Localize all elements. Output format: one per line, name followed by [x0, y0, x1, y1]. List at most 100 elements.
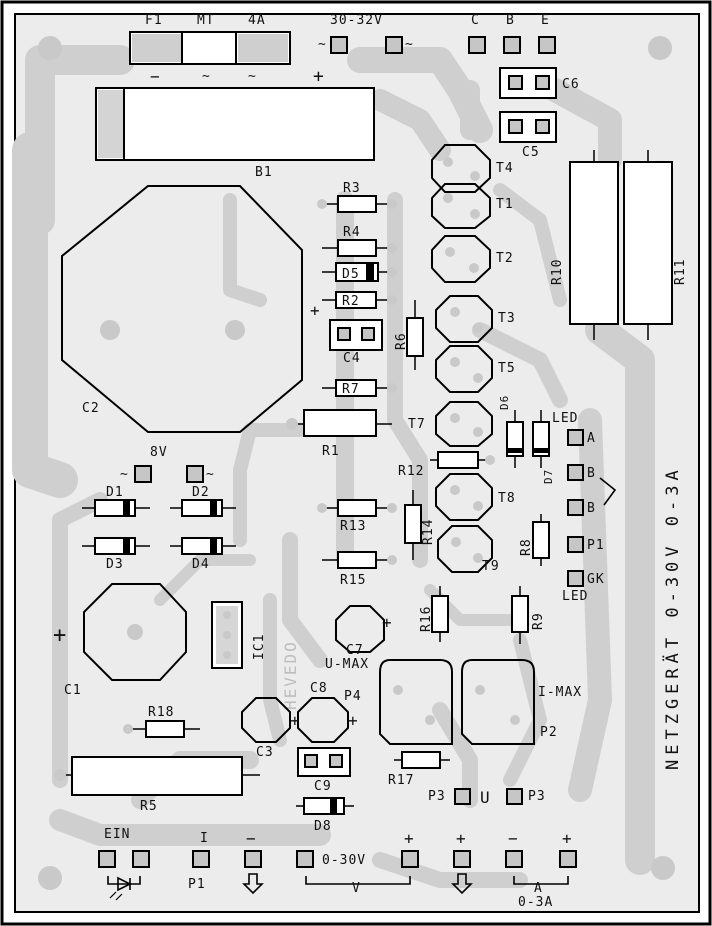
resistor-r16	[431, 586, 449, 642]
diode-d4	[170, 537, 236, 555]
resistor-r11	[623, 150, 673, 340]
v-label: V	[352, 881, 361, 896]
led-pad-a-label: A	[587, 431, 596, 446]
a-label: A	[534, 881, 543, 896]
r10-label: R10	[550, 259, 565, 285]
transistors	[431, 144, 493, 573]
pin-c-pad	[468, 36, 486, 54]
8v-pad-right	[186, 465, 204, 483]
r2-label: R2	[342, 294, 360, 309]
mounting-holes	[38, 36, 675, 890]
jumper-symbol	[599, 477, 617, 506]
t2-label: T2	[496, 251, 514, 266]
d6-label: D6	[498, 395, 511, 410]
transistor-t3	[435, 295, 493, 343]
r3-label: R3	[343, 181, 361, 196]
capacitor-c3	[241, 697, 291, 743]
p3-pad-right	[506, 788, 523, 805]
out-a-pad-2	[505, 850, 523, 868]
watermark-text: HEVEDO	[281, 640, 300, 710]
fuse-rating: 4A	[248, 13, 266, 28]
p1-i-label: I	[200, 831, 209, 846]
arrow-down-icon-2	[451, 873, 473, 895]
capacitor-c2	[61, 185, 303, 433]
resistor-r9	[511, 586, 529, 644]
p1-pad-2	[244, 850, 262, 868]
resistor-r13	[317, 499, 397, 517]
d2-label: D2	[192, 485, 210, 500]
led-pad-p1	[567, 536, 584, 553]
resistor-r8	[532, 514, 550, 566]
diode-d3	[82, 537, 150, 555]
out-a-pad-1	[453, 850, 471, 868]
b1-label: B1	[255, 165, 273, 180]
voltage-bracket	[305, 876, 411, 885]
c2-label: C2	[82, 401, 100, 416]
pin-e-pad	[538, 36, 556, 54]
r17-label: R17	[388, 773, 414, 788]
r15-label: R15	[340, 573, 366, 588]
resistor-r6	[406, 300, 424, 370]
fuse-plus: +	[313, 66, 325, 87]
ein-pad-1	[98, 850, 116, 868]
transistor-t9	[437, 525, 493, 573]
capacitor-c7	[335, 605, 385, 653]
bottom-sign-2: +	[404, 829, 415, 848]
led-pad-gk-label: GK	[587, 572, 605, 587]
transistor-t1	[431, 183, 491, 229]
led-symbol	[107, 876, 141, 901]
c1-plus: +	[53, 623, 67, 648]
resistor-r12	[430, 451, 495, 469]
c9-label: C9	[314, 779, 332, 794]
r16-label: R16	[419, 606, 434, 632]
p3-left-label: P3	[428, 789, 446, 804]
ac-right-symbol: ~	[206, 467, 215, 482]
input-pad-1	[330, 36, 348, 54]
diode-d6	[506, 410, 524, 468]
led-pad-b2	[567, 499, 584, 516]
r5-label: R5	[140, 799, 158, 814]
fuse-type: MT	[197, 13, 215, 28]
r6-label: R6	[394, 332, 409, 350]
resistor-r10	[569, 150, 619, 340]
t4-label: T4	[496, 161, 514, 176]
r4-label: R4	[343, 225, 361, 240]
ein-label: EIN	[104, 827, 130, 842]
diode-d2	[170, 499, 236, 517]
pin-b-pad	[503, 36, 521, 54]
pin-e-label: E	[541, 13, 550, 28]
ac-left-symbol: ~	[120, 467, 129, 482]
fuse-minus: −	[150, 67, 161, 86]
p1-pad-1	[192, 850, 210, 868]
arrow-down-icon	[242, 873, 264, 895]
input-voltage-label: 30-32V	[330, 13, 383, 28]
led-pad-a	[567, 429, 584, 446]
trimmer-p4	[379, 659, 453, 745]
led-pad-gk	[567, 570, 584, 587]
fuse-ref: F1	[145, 13, 163, 28]
d5-label: D5	[342, 267, 360, 282]
diode-d5	[322, 262, 397, 282]
resistor-r7	[322, 379, 397, 397]
board-title: NETZGERÄT 0-30V 0-3A	[662, 465, 683, 770]
bridge-rectifier-b1	[95, 87, 375, 161]
bottom-sign-3: +	[456, 829, 467, 848]
led-pad-b1	[567, 464, 584, 481]
ein-pad-2	[132, 850, 150, 868]
pin-b-label: B	[506, 13, 515, 28]
d4-label: D4	[192, 557, 210, 572]
c3-plus: +	[290, 711, 301, 730]
capacitor-c8	[297, 697, 349, 743]
bottom-sign-1: −	[246, 829, 257, 848]
fuse-ac-2: ~	[248, 69, 257, 84]
led-label-bottom: LED	[562, 589, 588, 604]
p2-label: P2	[540, 725, 558, 740]
resistor-r3	[317, 195, 397, 213]
p3-right-label: P3	[528, 789, 546, 804]
current-bracket	[513, 876, 569, 885]
r18-label: R18	[148, 705, 174, 720]
resistor-r17	[394, 751, 450, 769]
t8-label: T8	[498, 491, 516, 506]
bottom-sign-5: +	[562, 829, 573, 848]
